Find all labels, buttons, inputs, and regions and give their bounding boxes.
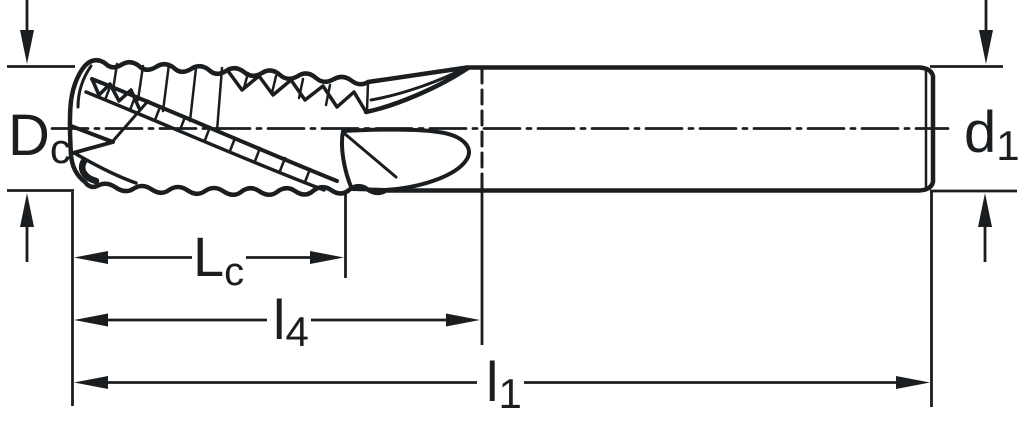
- front-face-inner-line: [76, 64, 93, 109]
- dim-length-of-cut: Lc: [74, 225, 344, 294]
- label-Dc: Dc: [8, 103, 71, 172]
- dim-overall-length: l1: [74, 350, 930, 417]
- dc-top-arrowhead-icon: [20, 30, 34, 64]
- front-tooth-to-flute-line: [111, 99, 150, 143]
- label-l4: l4: [273, 288, 309, 355]
- flute-runout-upper-inner: [369, 66, 467, 102]
- front-lower-flute-line: [74, 152, 138, 185]
- flute-band-lower-edge: [84, 90, 326, 192]
- dimensions-group: Dc d1 Lc: [7, 0, 1020, 417]
- front-tooth-notch: [69, 124, 115, 155]
- flute-band-upper-edge: [90, 77, 339, 183]
- flute-runout-lower-teardrop: [340, 127, 471, 192]
- l4-right-arrowhead-icon: [446, 313, 480, 327]
- dc-bottom-arrowhead-icon: [20, 193, 34, 227]
- flute-band-serration-rungs: [103, 85, 312, 184]
- lc-left-arrowhead-icon: [74, 251, 108, 264]
- l4-left-arrowhead-icon: [74, 313, 108, 327]
- l1-right-arrowhead-icon: [896, 376, 930, 389]
- d1-top-arrowhead-icon: [979, 30, 993, 64]
- d1-bottom-arrowhead-icon: [978, 193, 992, 227]
- dim-cutting-diameter: Dc: [7, 0, 75, 262]
- upper-flute-left-closure: [365, 81, 370, 112]
- dim-shank-diameter: d1: [930, 0, 1020, 262]
- teardrop-facet-line: [343, 132, 398, 179]
- label-Lc: Lc: [193, 225, 244, 294]
- tool-body-group: [50, 58, 950, 197]
- front-lower-edge-blob: [78, 157, 100, 185]
- flute-runout-upper-curve: [363, 65, 471, 115]
- label-l1: l1: [486, 350, 522, 417]
- lc-right-arrowhead-icon: [310, 251, 344, 264]
- l1-left-arrowhead-icon: [74, 376, 108, 389]
- flute-serration-zigzag-front: [90, 77, 141, 110]
- label-d1: d1: [964, 100, 1020, 169]
- upper-serrated-edge: [226, 69, 368, 114]
- dim-length-l4: l4: [74, 288, 480, 355]
